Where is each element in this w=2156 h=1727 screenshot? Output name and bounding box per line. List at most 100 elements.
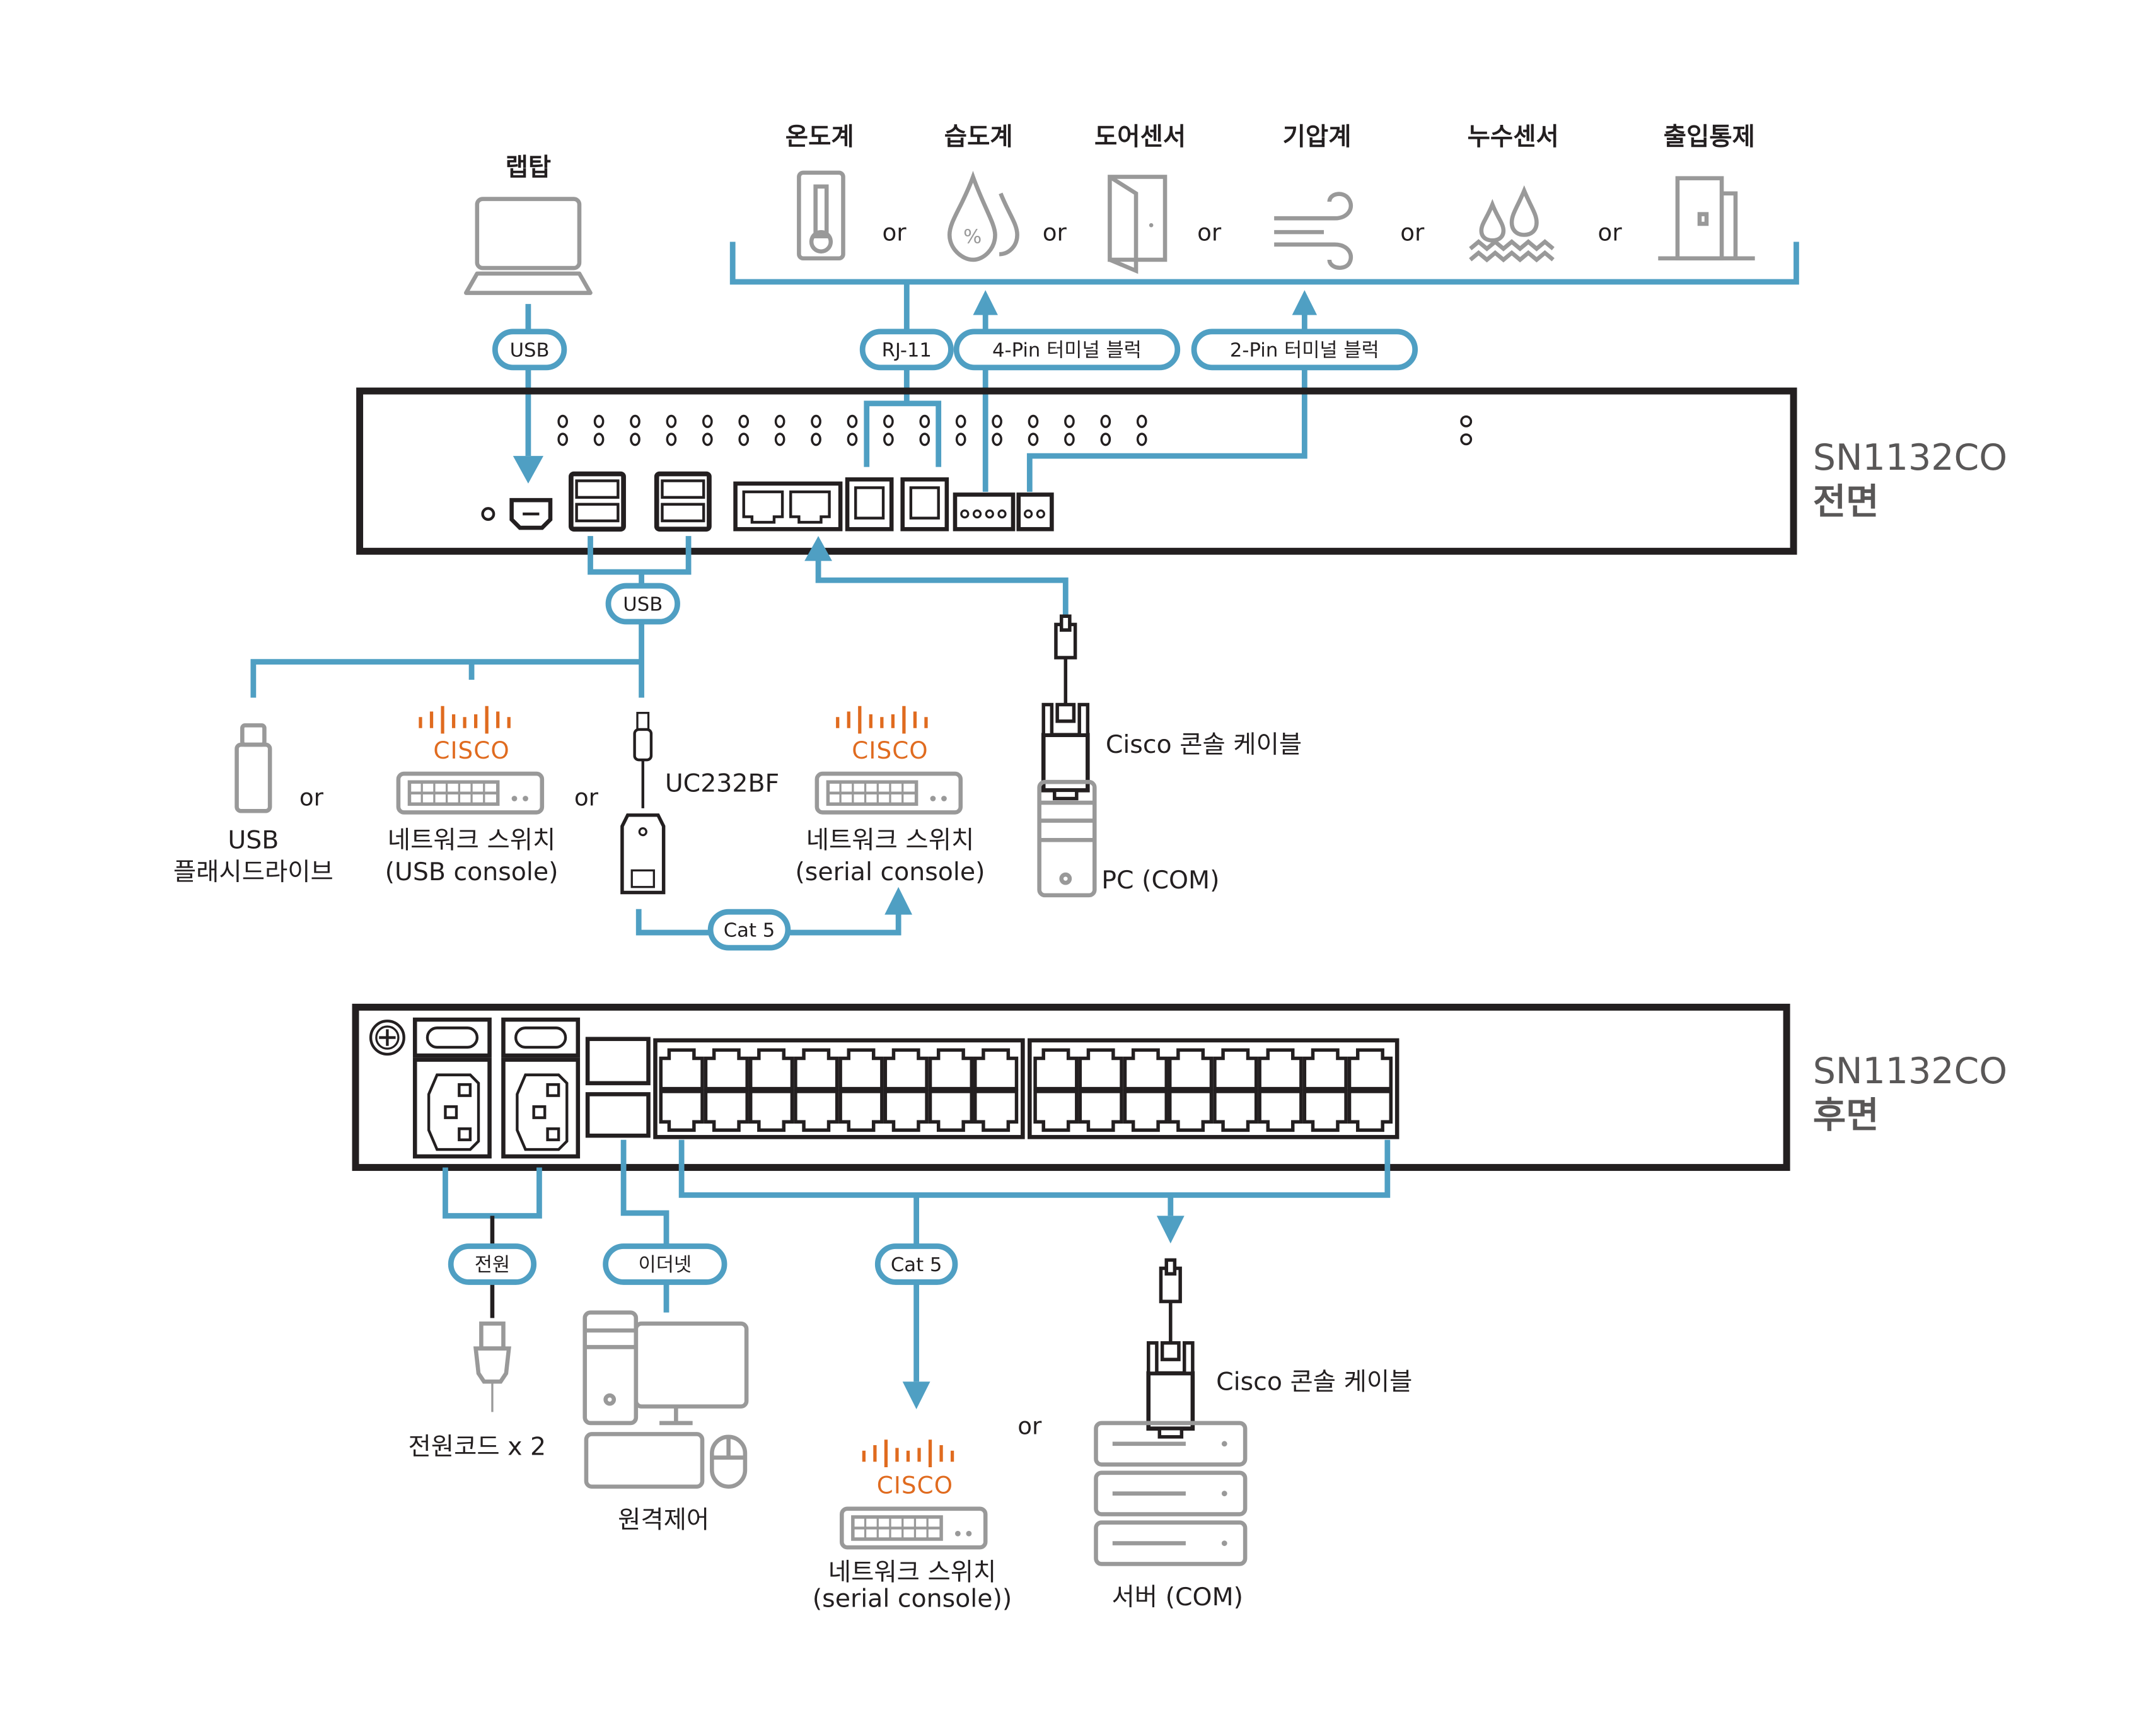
pin4-arrow-icon (973, 290, 998, 315)
power-connector-line (443, 1167, 542, 1219)
rear-model-name: SN1132CO (1813, 1050, 2007, 1092)
serial-rj45-port[interactable] (930, 1050, 972, 1088)
led-indicator (738, 414, 750, 428)
serial-rj45-port[interactable] (705, 1091, 747, 1130)
water-leak-icon (1469, 185, 1555, 263)
serial-rj45-port[interactable] (930, 1091, 972, 1130)
usb-connector-lines (250, 536, 692, 698)
or-text: or (1400, 218, 1425, 246)
front-model-name: SN1132CO (1813, 437, 2007, 479)
serial-rj45-port[interactable] (1215, 1091, 1256, 1130)
door-icon (1108, 175, 1168, 274)
serial-rj45-port[interactable] (975, 1050, 1017, 1088)
serial-port-block-2 (1028, 1038, 1400, 1139)
serial-rj45-port[interactable] (1035, 1091, 1077, 1130)
serial-rj45-port[interactable] (975, 1091, 1017, 1130)
sensor-label-access-control: 출입통제 (1664, 122, 1755, 151)
cisco-logo-icon (838, 706, 926, 734)
serial-rj45-port[interactable] (1035, 1050, 1077, 1088)
cat5-rear-connector-lines (678, 1139, 1391, 1382)
serial-rj45-port[interactable] (885, 1091, 927, 1130)
laptop-usb-badge: USB (492, 329, 567, 371)
cisco-brand-text: CISCO (877, 1472, 953, 1499)
server-com-label: 서버 (COM) (1112, 1583, 1243, 1612)
power-switch-1[interactable] (412, 1017, 492, 1058)
switch-serial-label-line1: 네트워크 스위치 (806, 825, 975, 854)
serial-rj45-port[interactable] (796, 1050, 837, 1088)
serial-rj45-port[interactable] (1080, 1091, 1121, 1130)
lan-ports[interactable] (585, 1037, 651, 1138)
svg-text:USB: USB (510, 339, 550, 361)
serial-rj45-port[interactable] (1215, 1050, 1256, 1088)
serial-ports[interactable] (661, 1050, 1391, 1130)
usb-flash-label-line2: 플래시드라이브 (173, 858, 333, 887)
sensor-bracket-line (729, 241, 1799, 285)
serial-rj45-port[interactable] (1080, 1050, 1121, 1088)
led-indicator (557, 414, 569, 428)
pc-tower-icon (1037, 779, 1097, 898)
cisco-logo-icon (864, 1439, 952, 1467)
usb-port-pair-2[interactable] (654, 471, 712, 532)
usb-link-badge: USB (605, 583, 680, 625)
cat5-rear-arrow-icon (902, 1381, 930, 1410)
front-panel (356, 387, 1797, 555)
serial-rj45-port[interactable] (840, 1050, 882, 1088)
or-text: or (1598, 218, 1623, 246)
uc232bf-label: UC232BF (665, 769, 779, 798)
sensor-group: 온도계 or 습도계 % or 도어센서 or 기압계 or (729, 122, 1799, 285)
laptop-arrow-icon (513, 456, 544, 484)
terminal-block-2pin[interactable] (1016, 492, 1054, 532)
sensor-label-water-leak: 누수센서 (1468, 122, 1559, 151)
serial-rj45-port[interactable] (885, 1050, 927, 1088)
switch-rear-label-line1: 네트워크 스위치 (828, 1558, 997, 1587)
led-indicator (955, 414, 966, 428)
serial-rj45-port[interactable] (705, 1050, 747, 1088)
thermometer-icon (797, 170, 845, 261)
power-switch-2[interactable] (501, 1017, 581, 1058)
serial-rj45-port[interactable] (796, 1091, 837, 1130)
usb-port-pair-1[interactable] (568, 471, 626, 532)
serial-rj45-port[interactable] (840, 1091, 882, 1130)
serial-rj45-port[interactable] (1260, 1050, 1301, 1088)
serial-rj45-port[interactable] (1304, 1050, 1346, 1088)
sensor-label-humidity: 습도계 (944, 122, 1013, 151)
serial-rj45-port[interactable] (1170, 1050, 1212, 1088)
reset-button[interactable] (481, 507, 496, 521)
led-indicator (593, 414, 605, 428)
usb-flash-label-line1: USB (228, 825, 279, 854)
terminal-block-4pin[interactable] (953, 492, 1016, 532)
rear-panel (352, 1003, 1790, 1172)
serial-rj45-port[interactable] (1125, 1050, 1167, 1088)
svg-text:%: % (963, 226, 982, 248)
led-indicator (1136, 433, 1147, 446)
access-control-icon (1658, 176, 1755, 261)
rj45-plug-icon (1161, 1260, 1180, 1301)
rj11-port-2[interactable] (900, 477, 949, 532)
serial-rj45-port[interactable] (751, 1091, 792, 1130)
power-inlet-2[interactable] (501, 1057, 581, 1159)
led-indicator (666, 433, 677, 446)
rj11-port-1[interactable] (845, 477, 894, 532)
power-inlet-1[interactable] (412, 1057, 492, 1159)
or-text: or (574, 783, 599, 811)
serial-rj45-port[interactable] (661, 1050, 702, 1088)
console-rj45-ports[interactable] (733, 481, 843, 532)
led-indicator (1028, 414, 1039, 428)
laptop-icon (464, 197, 593, 295)
serial-rj45-port[interactable] (751, 1050, 792, 1088)
led-indicator (811, 414, 821, 428)
serial-rj45-port[interactable] (1304, 1091, 1346, 1130)
sensor-label-thermometer: 온도계 (785, 122, 854, 151)
serial-rj45-port[interactable] (1350, 1091, 1391, 1130)
svg-text:Cat 5: Cat 5 (891, 1254, 942, 1276)
serial-rj45-port[interactable] (1260, 1091, 1301, 1130)
led-indicator (774, 414, 785, 428)
led-indicator (666, 414, 677, 428)
serial-rj45-port[interactable] (1170, 1091, 1212, 1130)
serial-rj45-port[interactable] (1350, 1050, 1391, 1088)
led-indicator (919, 433, 930, 446)
mini-hdmi-port[interactable] (509, 497, 553, 530)
serial-rj45-port[interactable] (1125, 1091, 1167, 1130)
serial-rj45-port[interactable] (661, 1091, 702, 1130)
